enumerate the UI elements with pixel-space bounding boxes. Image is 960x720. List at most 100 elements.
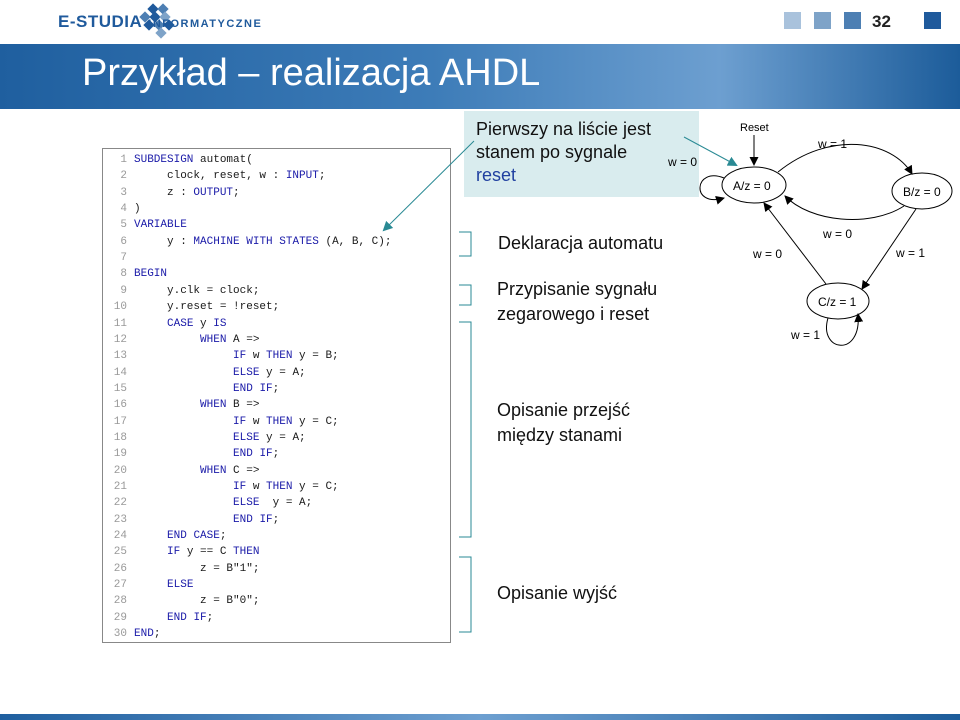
- edge-a-self-label: w = 0: [667, 155, 697, 169]
- state-c: [806, 282, 870, 320]
- code-line: 11 CASE y IS: [103, 316, 450, 333]
- code-text: END IF;: [233, 513, 280, 526]
- callout-arrow-to-code: [382, 140, 475, 232]
- label-declaration: Deklaracja automatu: [498, 233, 664, 253]
- line-number: 9: [120, 284, 127, 297]
- code-text: ): [134, 203, 141, 216]
- callout-line-2: stanem po sygnale: [476, 142, 628, 162]
- code-text: z : OUTPUT;: [134, 186, 240, 199]
- code-line: 7: [103, 250, 450, 267]
- edge-b-to-a-label: w = 0: [822, 227, 852, 241]
- callout-line-3: reset: [476, 165, 517, 185]
- brand-main: E-STUDIA: [58, 12, 143, 31]
- code-text: y.clk = clock;: [134, 284, 260, 297]
- line-number: 16: [113, 399, 127, 412]
- code-text: ELSE y = A;: [233, 366, 306, 379]
- edge-c-self: [826, 313, 864, 346]
- edge-c-to-a-label: w = 0: [752, 247, 782, 261]
- code-text: y.reset = !reset;: [134, 301, 280, 314]
- code-line: 2 clock, reset, w : INPUT;: [103, 168, 450, 185]
- line-number: 1: [120, 154, 127, 166]
- code-line: 24 END CASE;: [103, 528, 450, 545]
- line-number: 7: [120, 252, 127, 265]
- edge-b-to-a: [784, 195, 905, 220]
- line-number: 26: [113, 562, 127, 575]
- code-line: 16 WHEN B =>: [103, 397, 450, 414]
- line-number: 12: [113, 333, 127, 346]
- page-number: 32: [872, 12, 891, 31]
- line-number: 14: [113, 366, 127, 379]
- state-b-label: B/z = 0: [903, 185, 941, 199]
- code-text: IF w THEN y = B;: [233, 350, 339, 363]
- code-line: 26 z = B"1";: [103, 561, 450, 578]
- code-line: 23 END IF;: [103, 512, 450, 529]
- state-c-label: C/z = 1: [818, 295, 857, 309]
- code-text: WHEN A =>: [200, 333, 260, 346]
- code-text: ELSE: [167, 579, 194, 592]
- code-text: SUBDESIGN automat(: [134, 154, 253, 166]
- code-text: END IF;: [233, 448, 280, 461]
- code-line: 13 IF w THEN y = B;: [103, 348, 450, 365]
- callout-arrow-to-state: [683, 136, 738, 166]
- line-number: 15: [113, 382, 127, 395]
- code-text: END CASE;: [167, 530, 227, 543]
- line-number: 19: [113, 448, 127, 461]
- code-line: 18 ELSE y = A;: [103, 430, 450, 447]
- header-square: [924, 12, 941, 29]
- edge-a-to-b: [777, 143, 913, 175]
- edge-c-to-a: [763, 202, 827, 285]
- code-line: 4): [103, 201, 450, 218]
- line-number: 18: [113, 431, 127, 444]
- code-text: z = B"1";: [134, 562, 260, 575]
- code-line: 12 WHEN A =>: [103, 332, 450, 349]
- code-text: clock, reset, w : INPUT;: [134, 170, 326, 183]
- line-number: 5: [120, 219, 127, 232]
- line-number: 4: [120, 203, 127, 216]
- edge-a-to-b-label: w = 1: [817, 137, 847, 151]
- header-square: [814, 12, 831, 29]
- line-number: 24: [113, 530, 127, 543]
- line-number: 8: [120, 268, 127, 281]
- code-line: 15 END IF;: [103, 381, 450, 398]
- slide-title: Przykład – realizacja AHDL: [82, 52, 541, 94]
- line-number: 22: [113, 497, 127, 510]
- bracket-transitions: [459, 321, 472, 538]
- label-outputs: Opisanie wyjść: [497, 583, 618, 603]
- code-text: END IF;: [233, 382, 280, 395]
- code-line: 27 ELSE: [103, 577, 450, 594]
- line-number: 20: [113, 464, 127, 477]
- bracket-declaration: [459, 231, 472, 257]
- bracket-assignment: [459, 284, 472, 306]
- code-line: 28 z = B"0";: [103, 593, 450, 610]
- code-text: z = B"0";: [134, 595, 260, 608]
- header-square: [844, 12, 861, 29]
- code-text: IF w THEN y = C;: [233, 481, 339, 493]
- line-number: 27: [113, 579, 127, 592]
- line-number: 6: [120, 235, 127, 248]
- line-number: 3: [120, 186, 127, 199]
- code-text: END;: [134, 628, 161, 641]
- line-number: 25: [113, 546, 127, 559]
- code-line: 29 END IF;: [103, 610, 450, 627]
- code-line: 21 IF w THEN y = C;: [103, 479, 450, 496]
- code-text: ELSE y = A;: [233, 497, 313, 510]
- code-line: 9 y.clk = clock;: [103, 283, 450, 300]
- code-text: WHEN C =>: [200, 464, 260, 477]
- state-a-label: A/z = 0: [733, 179, 771, 193]
- line-number: 10: [113, 301, 127, 314]
- code-line: 6 y : MACHINE WITH STATES (A, B, C);: [103, 234, 450, 251]
- label-assignment-line-1: Przypisanie sygnału: [497, 279, 658, 299]
- line-number: 17: [113, 415, 127, 428]
- line-number: 21: [113, 481, 127, 493]
- title-banner: [0, 44, 960, 109]
- reset-label: Reset: [740, 122, 769, 134]
- code-line: 3 z : OUTPUT;: [103, 185, 450, 202]
- code-line: 20 WHEN C =>: [103, 463, 450, 480]
- line-number: 11: [113, 317, 127, 330]
- edge-c-self-label: w = 1: [790, 328, 820, 342]
- code-line: 22 ELSE y = A;: [103, 495, 450, 512]
